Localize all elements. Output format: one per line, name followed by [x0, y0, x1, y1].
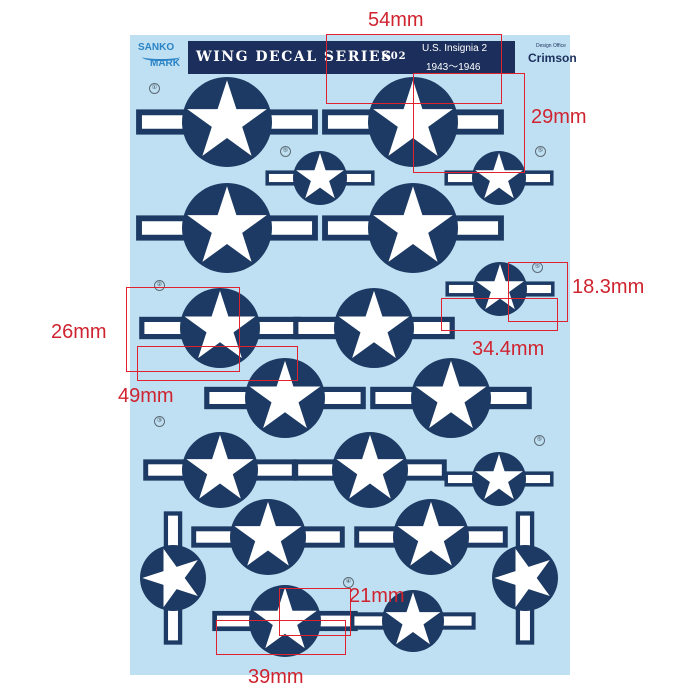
decal-number-2: ②	[154, 280, 165, 291]
measure-box-54mm	[326, 34, 502, 104]
measure-label-26mm: 26mm	[51, 321, 107, 343]
star-and-bar-insignia-icon	[293, 432, 447, 508]
sheet-years: 1943～1946	[426, 62, 481, 73]
office-label: Design Office	[536, 43, 566, 49]
measure-box-29mm	[413, 73, 525, 173]
measure-box-18mm	[508, 262, 568, 322]
measure-box-49mm	[137, 346, 298, 381]
sheet-subtitle: U.S. Insignia 2	[422, 43, 488, 54]
star-and-bar-insignia-icon	[139, 288, 301, 368]
brand-swoosh-icon	[142, 53, 180, 61]
star-and-bar-insignia-icon	[140, 511, 206, 645]
decal-number-3: ③	[154, 416, 165, 427]
sanko-mark-logo: SANKO MARK	[138, 39, 184, 79]
crimson-logo: Design Office Crimson	[524, 41, 577, 71]
measure-label-21mm: 21mm	[349, 585, 405, 607]
star-and-bar-insignia-icon	[370, 358, 532, 438]
star-and-bar-insignia-icon	[445, 262, 555, 316]
star-and-bar-insignia-icon	[293, 288, 455, 368]
star-and-bar-insignia-icon	[265, 151, 375, 205]
decal-number-4: ④	[343, 577, 354, 588]
decal-number-5: ⑤	[280, 146, 291, 157]
measure-box-21mm	[279, 588, 351, 636]
star-and-bar-insignia-icon	[204, 358, 366, 438]
star-and-bar-insignia-icon	[143, 432, 297, 508]
measure-label-49mm: 49mm	[118, 385, 174, 407]
decal-number-1: ①	[149, 83, 160, 94]
decal-number-5: ⑤	[534, 435, 545, 446]
measure-label-54mm: 54mm	[368, 9, 424, 31]
brand-line2: MARK	[150, 58, 180, 69]
star-and-bar-insignia-icon	[136, 183, 318, 273]
measure-box-39mm	[216, 620, 346, 655]
star-and-bar-insignia-icon	[444, 452, 554, 506]
decal-number-5: ⑤	[535, 146, 546, 157]
star-and-bar-insignia-icon	[322, 183, 504, 273]
measure-box-34mm	[441, 298, 558, 331]
star-and-bar-insignia-icon	[350, 590, 476, 652]
measure-box-26mm	[126, 287, 240, 372]
sheet-code: K02	[381, 51, 407, 62]
star-and-bar-insignia-icon	[191, 499, 345, 575]
star-and-bar-insignia-icon	[492, 511, 558, 645]
star-and-bar-insignia-icon	[444, 151, 554, 205]
star-and-bar-insignia-icon	[136, 77, 318, 167]
star-and-bar-insignia-icon	[354, 499, 508, 575]
measure-label-29mm: 29mm	[531, 106, 587, 128]
sheet-title: WING DECAL SERIES	[196, 49, 393, 65]
office-name: Crimson	[528, 51, 577, 65]
measure-label-39mm: 39mm	[248, 666, 304, 688]
measure-label-18mm: 18.3mm	[572, 276, 645, 298]
measure-label-34mm: 34.4mm	[472, 338, 545, 360]
header-band	[188, 41, 515, 74]
brand-line1: SANKO	[138, 42, 175, 53]
